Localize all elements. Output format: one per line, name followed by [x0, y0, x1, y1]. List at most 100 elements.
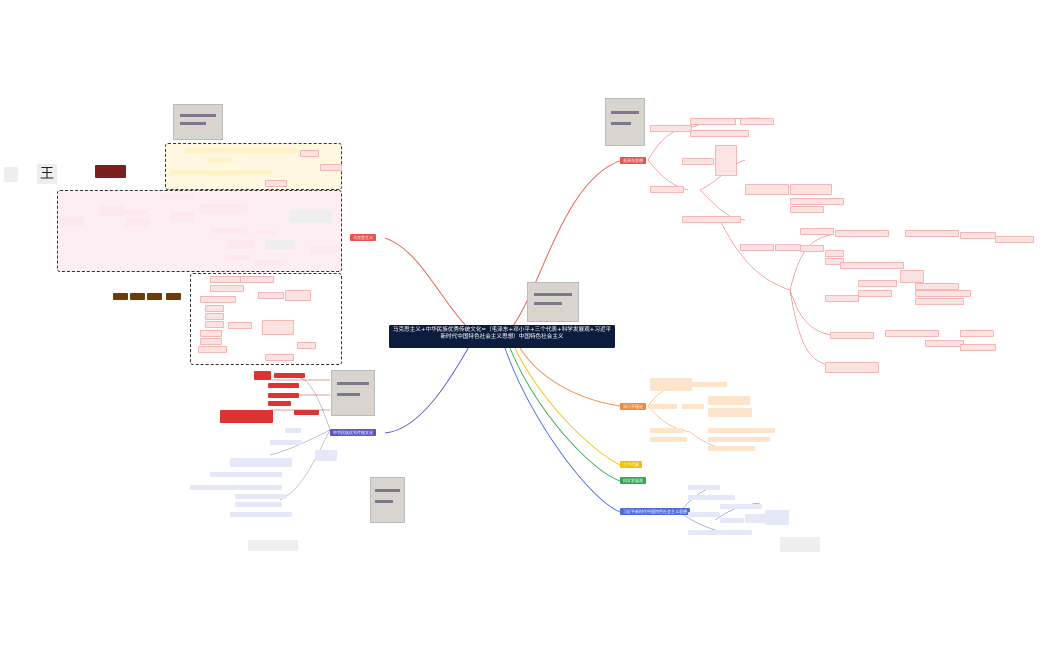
sub-node[interactable]	[320, 164, 343, 172]
sub-node[interactable]	[775, 244, 802, 252]
sub-node[interactable]	[285, 428, 302, 434]
sub-node[interactable]	[200, 338, 223, 346]
sub-node[interactable]	[650, 378, 693, 392]
sub-node[interactable]	[690, 118, 737, 126]
sub-node[interactable]	[745, 514, 768, 524]
sub-node[interactable]	[960, 232, 997, 240]
sub-node[interactable]	[840, 262, 905, 270]
sub-node[interactable]	[825, 362, 880, 374]
sub-node[interactable]	[265, 180, 288, 188]
sub-node[interactable]	[208, 158, 233, 164]
photo-thumbnail[interactable]	[331, 370, 375, 416]
sub-node-tag[interactable]	[268, 401, 291, 407]
sub-node[interactable]	[740, 118, 775, 126]
sub-node[interactable]	[690, 382, 728, 388]
sub-node[interactable]	[915, 283, 960, 291]
sub-node[interactable]	[960, 344, 997, 352]
central-topic[interactable]: 马克思主义+中华民族优秀传统文化=（毛泽东+邓小平+三个代表+科学发展观+习近平…	[389, 325, 615, 348]
sub-node[interactable]	[650, 437, 688, 443]
sub-node-tag[interactable]	[268, 383, 299, 389]
sub-node[interactable]	[858, 280, 898, 288]
sub-node[interactable]	[925, 340, 965, 348]
sub-node[interactable]	[690, 130, 750, 138]
sub-node[interactable]	[230, 458, 293, 468]
sub-node[interactable]	[315, 450, 338, 462]
sub-node[interactable]	[745, 184, 790, 196]
sub-node-tag[interactable]	[130, 293, 145, 301]
sub-node[interactable]	[858, 290, 893, 298]
sub-node[interactable]	[198, 346, 228, 354]
branch-xi-thought[interactable]: 习近平新时代中国特色社会主义思想	[620, 508, 690, 515]
sub-node[interactable]	[715, 145, 738, 177]
sub-node[interactable]	[708, 396, 751, 406]
sub-node[interactable]	[708, 408, 753, 418]
sub-node[interactable]	[682, 216, 742, 224]
photo-thumbnail[interactable]	[370, 477, 405, 523]
sub-node[interactable]	[765, 510, 790, 526]
sub-node[interactable]	[790, 198, 845, 206]
sub-node[interactable]	[790, 184, 833, 196]
sub-node[interactable]	[650, 186, 685, 194]
photo-thumbnail[interactable]	[605, 98, 645, 146]
sub-node[interactable]	[688, 512, 721, 518]
sub-node[interactable]	[915, 290, 972, 298]
sub-node[interactable]	[265, 240, 296, 250]
sub-node[interactable]	[285, 290, 312, 302]
sub-node-tag[interactable]	[147, 293, 162, 301]
sub-node[interactable]	[780, 537, 821, 553]
sub-node-tag[interactable]	[220, 410, 273, 424]
sub-node[interactable]	[915, 298, 965, 306]
sub-node[interactable]	[205, 313, 225, 321]
sub-node[interactable]	[235, 494, 288, 500]
sub-node-tag[interactable]	[274, 373, 305, 379]
sub-node[interactable]	[248, 540, 299, 552]
sub-node[interactable]	[262, 320, 295, 336]
photo-thumbnail[interactable]	[527, 282, 579, 322]
sub-node[interactable]	[800, 245, 825, 253]
sub-node[interactable]	[210, 228, 248, 234]
branch-scientific-outlook[interactable]: 科学发展观	[620, 477, 646, 484]
sub-node[interactable]	[720, 504, 763, 510]
sub-node-tag[interactable]	[254, 371, 271, 381]
sub-node[interactable]	[265, 354, 295, 362]
sub-node[interactable]	[825, 258, 845, 266]
sub-node[interactable]	[825, 295, 860, 303]
branch-mao-thought[interactable]: 毛泽东思想	[620, 157, 646, 164]
sub-node[interactable]	[270, 440, 303, 446]
sub-node[interactable]	[205, 305, 225, 313]
sub-node[interactable]	[160, 195, 195, 201]
sub-node[interactable]	[255, 260, 288, 266]
sub-node[interactable]	[682, 158, 715, 166]
sub-node[interactable]	[825, 250, 845, 258]
sub-node-tag[interactable]	[166, 293, 181, 301]
sub-node[interactable]	[255, 230, 276, 236]
sub-node[interactable]	[800, 228, 835, 236]
sub-node[interactable]	[210, 285, 245, 293]
sub-node[interactable]	[650, 404, 678, 410]
sub-node[interactable]	[688, 495, 736, 501]
sub-node[interactable]	[310, 245, 341, 255]
sub-node[interactable]	[650, 125, 693, 133]
sub-node[interactable]	[258, 292, 285, 300]
sub-node[interactable]	[688, 530, 721, 536]
sub-node[interactable]	[228, 240, 256, 250]
sub-node[interactable]	[650, 428, 685, 434]
sub-node[interactable]	[830, 332, 875, 340]
sub-node[interactable]	[905, 230, 960, 238]
sub-node[interactable]	[120, 210, 148, 216]
sub-node[interactable]	[205, 321, 225, 329]
sub-node[interactable]	[200, 296, 237, 304]
sub-node[interactable]	[790, 206, 825, 214]
sub-node[interactable]	[210, 472, 283, 478]
sub-node[interactable]	[185, 148, 298, 154]
sub-node[interactable]	[225, 255, 250, 261]
sub-node[interactable]	[900, 270, 925, 284]
sub-node[interactable]	[235, 502, 283, 508]
sub-node[interactable]	[708, 446, 756, 452]
branch-marxism[interactable]: 马克思主义	[350, 234, 376, 241]
sub-node[interactable]	[720, 518, 745, 524]
sub-node[interactable]	[960, 330, 995, 338]
sub-node[interactable]	[170, 170, 273, 176]
sub-node[interactable]	[228, 322, 253, 330]
sub-node-tag[interactable]	[294, 410, 319, 416]
